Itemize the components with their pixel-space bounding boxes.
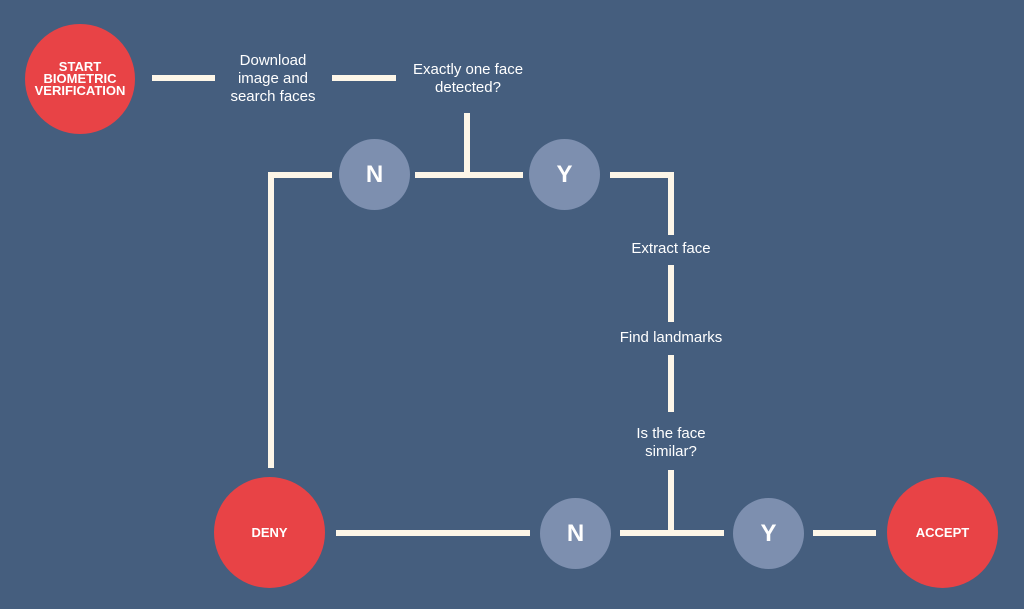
accept-node: ACCEPT [887,477,998,588]
similarity-yes-node: Y [733,498,804,569]
connector-right-vertical-2 [668,265,674,322]
connector-n-y-top [415,172,523,178]
connector-y-accept [813,530,876,536]
connector-right-vertical-4 [668,470,674,536]
accept-node-label: ACCEPT [915,524,970,540]
extract-face-step-label: Extract face [631,240,711,257]
connector-right-vertical-3 [668,355,674,412]
similar-question-label: Is the face similar? [636,425,706,460]
face-count-no-label: N [365,160,384,188]
deny-node: DENY [214,477,325,588]
face-count-no-node: N [339,139,410,210]
connector-left-vertical [268,172,274,468]
similarity-no-node: N [540,498,611,569]
connector-n-top-left [268,172,332,178]
find-landmarks-step-label: Find landmarks [619,329,723,346]
similarity-yes-label: Y [760,519,777,547]
start-node-label: START BIOMETRIC VERIFICATION [34,59,126,98]
connector-question-stem [464,113,470,177]
start-node: START BIOMETRIC VERIFICATION [25,24,135,134]
connector-start-download [152,75,215,81]
connector-deny-n [336,530,530,536]
connector-download-question [332,75,396,81]
connector-y-top-right [610,172,674,178]
one-face-question-label: Exactly one face detected? [412,61,524,96]
download-step-label: Download image and search faces [230,52,316,105]
connector-right-vertical-1 [668,172,674,235]
deny-node-label: DENY [251,524,288,540]
face-count-yes-label: Y [556,160,573,188]
face-count-yes-node: Y [529,139,600,210]
similarity-no-label: N [566,519,585,547]
connector-n-y-bottom [620,530,724,536]
